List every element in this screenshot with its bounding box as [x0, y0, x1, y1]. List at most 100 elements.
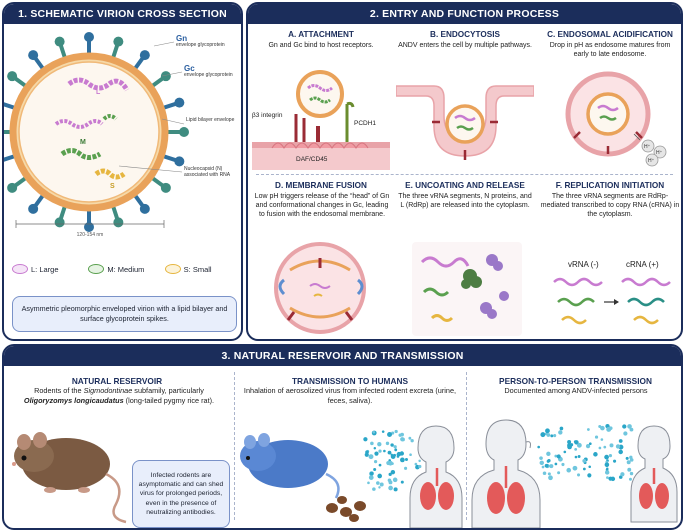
aerosol-dot: [374, 451, 379, 456]
step-a-text: Gn and Gc bind to host receptors.: [268, 42, 374, 49]
section-1-title: 1. SCHEMATIC VIRION CROSS SECTION: [4, 4, 241, 24]
legend-small: S: Small: [164, 260, 237, 278]
aerosol-dot: [373, 460, 378, 464]
aerosol-dot: [383, 449, 386, 453]
spike-stem: [133, 193, 145, 208]
spike-stem: [33, 56, 45, 71]
spike-head: [113, 36, 124, 47]
step-e-title: E. UNCOATING AND RELEASE: [405, 181, 525, 190]
spike-head: [160, 71, 171, 82]
aerosol-dot: [604, 470, 610, 475]
aerosol-dot: [368, 454, 374, 460]
aerosol-dot: [542, 471, 547, 476]
aerosol-dot: [539, 456, 543, 460]
replication-diagram: [553, 277, 671, 325]
segment-l-label: L: [96, 89, 101, 96]
aerosol-dot: [554, 454, 558, 458]
step-e-text: The three vRNA segments, N proteins, and…: [398, 193, 532, 210]
aerosol-dot: [548, 475, 553, 481]
aerosol-dot: [393, 487, 398, 492]
aerosol-dot: [587, 473, 592, 478]
aerosol-dot: [615, 444, 621, 449]
spike-head: [7, 182, 18, 193]
aerosol-dot: [554, 462, 558, 466]
aerosol-dot: [388, 485, 393, 491]
aerosol-dot: [545, 428, 550, 434]
legend-medium: M: Medium: [88, 260, 160, 278]
crna-label: cRNA (+): [626, 260, 659, 269]
spike-stem: [111, 43, 120, 59]
aerosol-dot: [593, 452, 598, 457]
proton-label-2: H⁺: [656, 150, 663, 156]
vrna-label: vRNA (-): [568, 260, 599, 269]
pcdh1-label: PCDH1: [354, 120, 377, 127]
segment-m: [60, 148, 102, 160]
aerosol-dot: [404, 458, 408, 462]
step-d-title: D. MEMBRANE FUSION: [275, 181, 367, 190]
spike-stem: [58, 43, 67, 59]
reservoir-text: Rodents of the Sigmodontinae subfamily, …: [23, 386, 215, 405]
spike-stem: [150, 176, 165, 188]
aerosol-dot: [392, 477, 398, 483]
spike-stem: [4, 154, 16, 162]
aerosol-dot: [557, 471, 561, 475]
spike-head: [28, 50, 39, 61]
spike-head: [179, 127, 189, 137]
aerosol-dot: [365, 450, 369, 454]
aerosol-dot: [625, 456, 629, 460]
daf-label: DAF/CD45: [296, 156, 328, 163]
spike-stem: [13, 76, 28, 88]
aerosol-dot: [388, 460, 393, 466]
aerosol-dot: [549, 464, 554, 469]
aerosol-dot: [390, 454, 396, 459]
aerosol-dot: [553, 434, 557, 438]
aerosol-dot: [394, 448, 398, 452]
acidification-diagram: H⁺ H⁺ H⁺: [565, 71, 667, 167]
attachment-diagram: [252, 70, 390, 170]
legend-large: L: Large: [12, 260, 84, 278]
fusion-diagram: [274, 242, 367, 334]
aerosol-dot: [609, 443, 614, 448]
step-b-title: B. ENDOCYTOSIS: [430, 30, 500, 39]
aerosol-dot: [400, 457, 405, 463]
aerosol-dot: [627, 424, 632, 429]
human-transmission-illustration: [240, 425, 463, 528]
aerosol-dot: [390, 469, 396, 475]
aerosol-dot: [418, 459, 421, 463]
step-f-text: The three vRNA segments are RdRp-mediate…: [540, 193, 680, 219]
aerosol-dot: [629, 427, 634, 432]
aerosol-dot: [561, 462, 565, 467]
aerosol-dot: [363, 437, 368, 442]
rodent-note: Infected rodents are asymptomatic and ca…: [132, 460, 230, 528]
aerosol-dot: [606, 426, 612, 432]
aerosol-dot: [378, 449, 382, 453]
spike-stem: [13, 176, 28, 188]
p2p-title: PERSON-TO-PERSON TRANSMISSION: [499, 376, 652, 386]
section-entry: 2. ENTRY AND FUNCTION PROCESS A. ATTACHM…: [246, 2, 683, 341]
step-b-text: ANDV enters the cell by multiple pathway…: [398, 42, 532, 49]
aerosol-dot: [539, 460, 544, 466]
aerosol-dot: [610, 476, 616, 482]
spike-stem: [150, 76, 165, 88]
spike-head: [113, 217, 124, 228]
spike-head: [84, 32, 94, 42]
spike-head: [54, 36, 65, 47]
aerosol-dot: [388, 480, 393, 485]
aerosol-dot: [586, 428, 590, 431]
step-f-title: F. REPLICATION INITIATION: [555, 181, 665, 190]
aerosol-dot: [418, 464, 422, 469]
aerosol-dot: [381, 430, 385, 433]
aerosol-dot: [373, 467, 377, 471]
aerosol-dot: [558, 430, 563, 435]
spike-head: [28, 203, 39, 214]
humans-text: Inhalation of aerosolized virus from inf…: [243, 386, 457, 405]
aerosol-particles-p2p: [537, 423, 634, 482]
aerosol-dot: [378, 486, 381, 489]
aerosol-dot: [393, 445, 397, 449]
spike-head: [139, 50, 150, 61]
aerosol-dot: [388, 472, 392, 476]
aerosol-dot: [608, 454, 613, 458]
aerosol-dot: [567, 440, 572, 445]
aerosol-dot: [567, 443, 572, 448]
aerosol-dot: [541, 465, 545, 469]
